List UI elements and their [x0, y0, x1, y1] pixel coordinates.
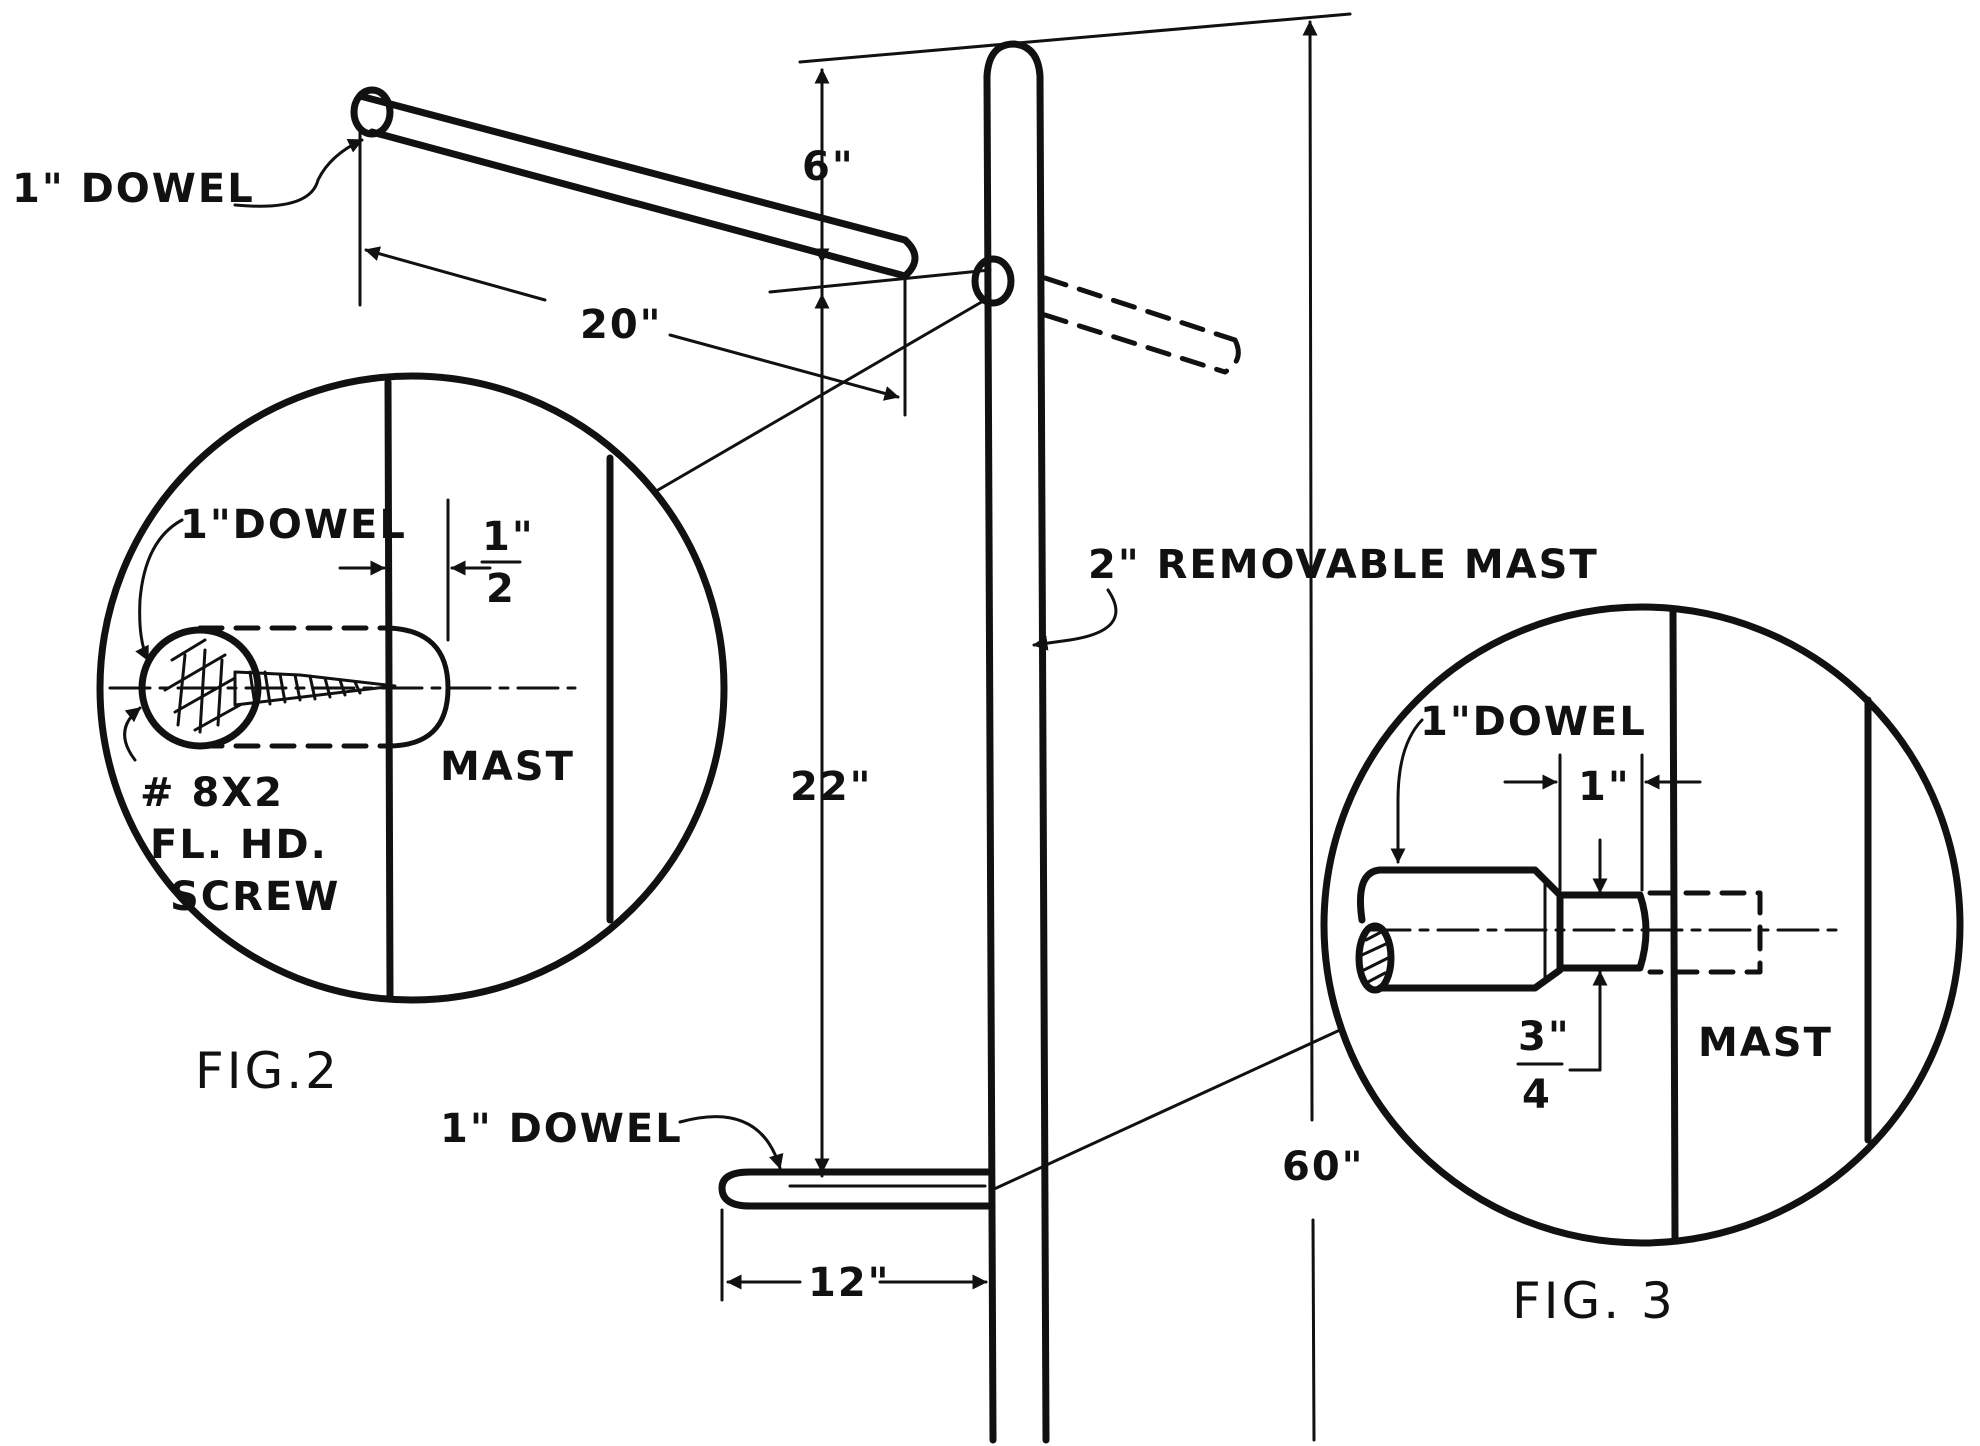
dimension-12: 12" — [720, 1208, 988, 1306]
fig2-half-den: 2 — [486, 566, 516, 612]
upper-dowel-arm — [350, 86, 1241, 375]
fig3-mast-label: MAST — [1698, 1020, 1833, 1066]
dimension-60: 60" — [1282, 20, 1365, 1442]
lower-dowel — [718, 1168, 996, 1210]
fig2-half-num: 1" — [482, 514, 535, 560]
fig3-frac-den: 4 — [1522, 1072, 1552, 1118]
dimension-20: 20" — [358, 128, 907, 417]
fig2-detail: 1" 2 1"DOWEL MAST # 8X2 FL. HD. SCREW FI… — [96, 298, 987, 1100]
fig3-detail: 1" 3" 4 1"DOWEL MAST FIG. 3 — [990, 603, 1964, 1330]
label-dowel-bottom: 1" DOWEL — [440, 1106, 784, 1170]
fig2-dowel-label: 1"DOWEL — [180, 502, 407, 548]
vertical-dimension-6-22: 6" 22" — [768, 12, 1352, 1178]
fig3-dim-1: 1" — [1578, 764, 1631, 810]
fig3-dowel-label: 1"DOWEL — [1420, 699, 1647, 745]
dim-12-label: 12" — [808, 1260, 891, 1306]
fig2-screw-line2: FL. HD. — [150, 822, 328, 868]
fig2-mast-label: MAST — [440, 744, 575, 790]
dowel-top-label: 1" DOWEL — [12, 166, 255, 212]
fig3-frac-num: 3" — [1518, 1014, 1571, 1060]
dim-6-label: 6" — [802, 144, 855, 190]
fig2-caption: FIG.2 — [195, 1042, 340, 1100]
label-dowel-top: 1" DOWEL — [12, 138, 364, 212]
removable-mast — [983, 40, 1050, 1444]
dim-20-label: 20" — [580, 302, 663, 348]
dim-22-label: 22" — [790, 764, 873, 810]
dim-60-label: 60" — [1282, 1144, 1365, 1190]
mast-label: 2" REMOVABLE MAST — [1088, 542, 1599, 588]
fig2-screw-line1: # 8X2 — [140, 770, 284, 816]
dowel-bottom-label: 1" DOWEL — [440, 1106, 683, 1152]
fig2-screw-line3: SCREW — [170, 874, 340, 920]
label-mast: 2" REMOVABLE MAST — [1032, 542, 1599, 651]
fig3-caption: FIG. 3 — [1512, 1272, 1676, 1330]
